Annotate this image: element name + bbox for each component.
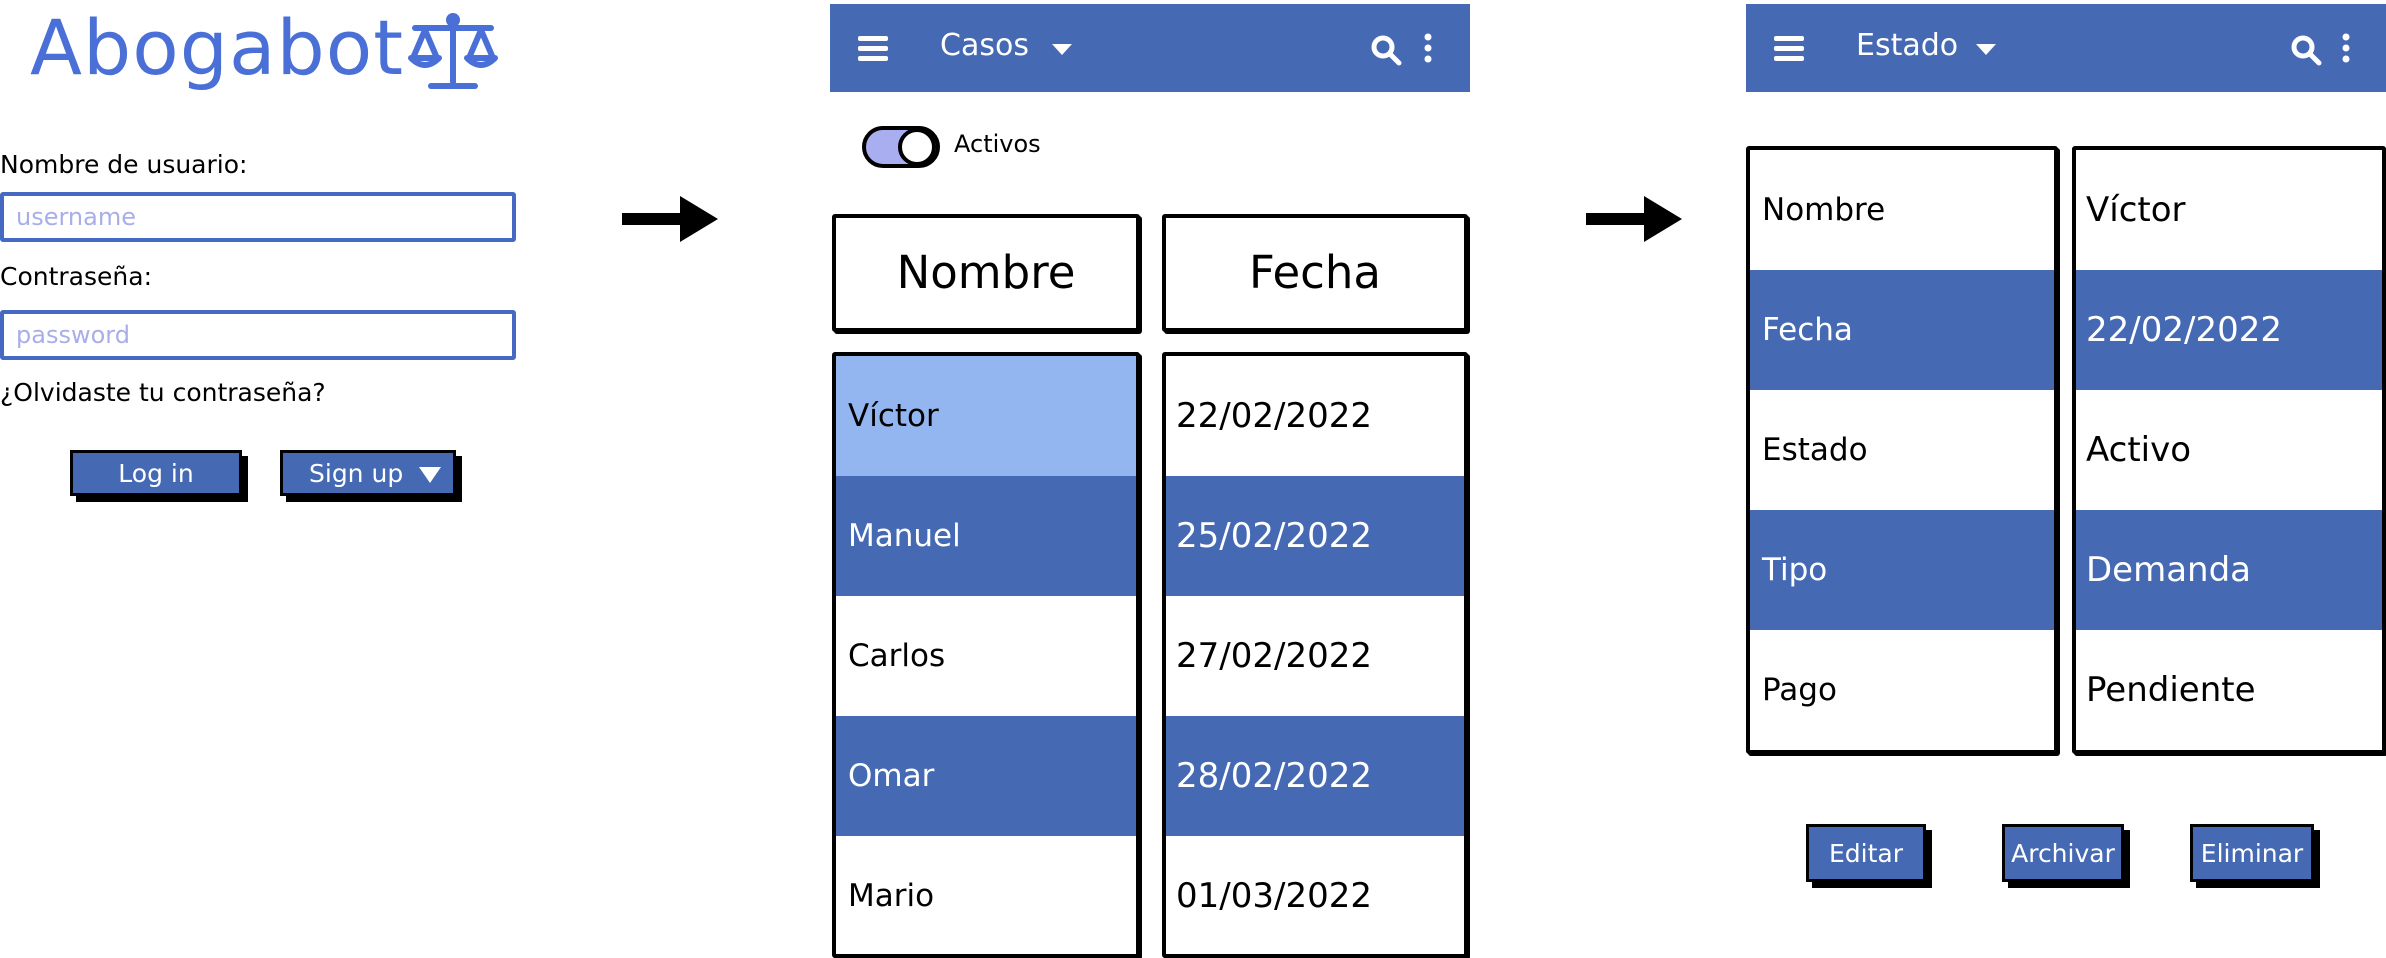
cases-title[interactable]: Casos (940, 28, 1029, 63)
detail-field-label: Nombre (1750, 150, 2054, 270)
detail-value-column: Víctor 22/02/2022 Activo Demanda Pendien… (2072, 146, 2386, 754)
case-name-cell[interactable]: Carlos (836, 596, 1136, 716)
more-vertical-icon[interactable] (1422, 32, 1434, 64)
chevron-down-icon[interactable] (1976, 44, 1996, 55)
detail-label-column: Nombre Fecha Estado Tipo Pago (1746, 146, 2058, 754)
detail-title[interactable]: Estado (1856, 28, 1959, 63)
column-header-nombre[interactable]: Nombre (832, 214, 1140, 332)
detail-field-value: Activo (2076, 390, 2382, 510)
case-date-cell[interactable]: 22/02/2022 (1166, 356, 1464, 476)
case-name-cell[interactable]: Omar (836, 716, 1136, 836)
password-input[interactable] (0, 310, 516, 360)
edit-button[interactable]: Editar (1806, 824, 1926, 882)
detail-field-label: Tipo (1750, 510, 2054, 630)
cases-app-bar: Casos (830, 4, 1470, 92)
detail-field-value: Demanda (2076, 510, 2382, 630)
case-name-cell[interactable]: Manuel (836, 476, 1136, 596)
detail-field-value: 22/02/2022 (2076, 270, 2382, 390)
detail-field-label: Pago (1750, 630, 2054, 750)
case-date-cell[interactable]: 01/03/2022 (1166, 836, 1464, 954)
more-vertical-icon[interactable] (2340, 32, 2352, 64)
case-date-cell[interactable]: 28/02/2022 (1166, 716, 1464, 836)
arrow-right-icon (1586, 196, 1682, 242)
forgot-password-link[interactable]: ¿Olvidaste tu contraseña? (0, 378, 326, 407)
delete-button[interactable]: Eliminar (2190, 824, 2314, 882)
login-button[interactable]: Log in (70, 450, 242, 496)
archive-button[interactable]: Archivar (2002, 824, 2124, 882)
detail-field-value: Pendiente (2076, 630, 2382, 750)
case-name-cell[interactable]: Mario (836, 836, 1136, 954)
scales-of-justice-icon (408, 13, 498, 89)
case-date-cell[interactable]: 25/02/2022 (1166, 476, 1464, 596)
cases-name-column: Víctor Manuel Carlos Omar Mario (832, 352, 1140, 958)
detail-field-label: Estado (1750, 390, 2054, 510)
column-header-fecha[interactable]: Fecha (1162, 214, 1468, 332)
signup-button[interactable]: Sign up (280, 450, 456, 496)
search-icon[interactable] (1370, 34, 1402, 66)
search-icon[interactable] (2290, 34, 2322, 66)
active-toggle[interactable] (862, 126, 940, 168)
brand-logo-text: Abogabot (30, 3, 405, 92)
username-label: Nombre de usuario: (0, 150, 248, 179)
dropdown-caret-icon (419, 467, 441, 483)
case-name-cell[interactable]: Víctor (836, 356, 1136, 476)
hamburger-menu-icon[interactable] (858, 36, 888, 61)
hamburger-menu-icon[interactable] (1774, 36, 1804, 61)
password-label: Contraseña: (0, 262, 152, 291)
toggle-label: Activos (954, 130, 1041, 158)
cases-date-column: 22/02/2022 25/02/2022 27/02/2022 28/02/2… (1162, 352, 1468, 958)
username-input[interactable] (0, 192, 516, 242)
detail-field-value: Víctor (2076, 150, 2382, 270)
signup-button-label: Sign up (309, 458, 404, 488)
detail-app-bar: Estado (1746, 4, 2386, 92)
case-date-cell[interactable]: 27/02/2022 (1166, 596, 1464, 716)
arrow-right-icon (622, 196, 718, 242)
chevron-down-icon[interactable] (1052, 44, 1072, 55)
detail-field-label: Fecha (1750, 270, 2054, 390)
toggle-knob (898, 128, 936, 166)
